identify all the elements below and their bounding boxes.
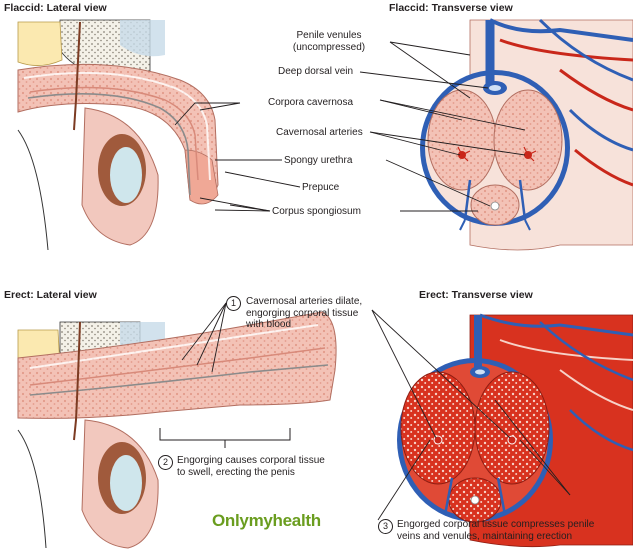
erect-transverse-title: Erect: Transverse view — [419, 289, 533, 301]
erect-corpus-cavernosum-right — [474, 371, 550, 485]
step-2-text: Engorging causes corporal tissue to swel… — [177, 455, 325, 478]
flaccid-transverse-title: Flaccid: Transverse view — [389, 2, 513, 14]
step-2-line-1: Engorging causes corporal tissue — [177, 455, 325, 466]
step-1-line-3: with blood — [246, 319, 292, 330]
step-1-line-2: engorging corporal tissue — [246, 307, 359, 319]
step-1-text: Cavernosal arteries dilate, engorging co… — [246, 296, 362, 331]
step-3-number: 3 — [378, 519, 393, 534]
step-3-line-2: veins and venules, maintaining erection — [397, 530, 573, 542]
leader-lines — [174, 41, 571, 521]
step-2-number: 2 — [158, 455, 173, 470]
label-spongy-urethra: Spongy urethra — [284, 155, 353, 166]
erect-transverse-drawing — [397, 313, 633, 548]
step-1-line-1: Cavernosal arteries dilate, — [246, 296, 363, 307]
label-penile-venules-line2: (uncompressed) — [292, 42, 366, 53]
bladder-region — [17, 21, 63, 66]
fat-region — [120, 20, 165, 57]
erect-lateral-drawing — [17, 311, 337, 549]
label-prepuce: Prepuce — [302, 182, 340, 193]
step-3-line-1: Engorged corporal tissue compresses peni… — [397, 519, 595, 530]
erect-lateral-title: Erect: Lateral view — [4, 289, 97, 301]
step-2-line-2: to swell, erecting the penis — [177, 466, 295, 478]
step-1-number: 1 — [226, 296, 241, 311]
flaccid-corpus-cavernosum-left — [427, 89, 497, 191]
step-3-text: Engorged corporal tissue compresses peni… — [397, 519, 594, 542]
label-cavernosal-arteries: Cavernosal arteries — [276, 127, 363, 138]
label-corpus-spongiosum: Corpus spongiosum — [272, 206, 361, 217]
erect-shaft — [17, 311, 337, 419]
label-deep-dorsal-vein: Deep dorsal vein — [278, 66, 354, 77]
watermark: Onlymyhealth — [212, 511, 321, 530]
label-penile-venules: Penile venules (uncompressed) — [281, 30, 377, 54]
flaccid-corpus-cavernosum-right — [493, 89, 563, 191]
flaccid-transverse-drawing — [420, 18, 633, 251]
flaccid-lateral-title: Flaccid: Lateral view — [4, 2, 107, 14]
label-penile-venules-line1: Penile venules — [296, 30, 362, 41]
label-corpora-cavernosa: Corpora cavernosa — [268, 97, 354, 108]
flaccid-lateral-drawing — [17, 19, 219, 251]
